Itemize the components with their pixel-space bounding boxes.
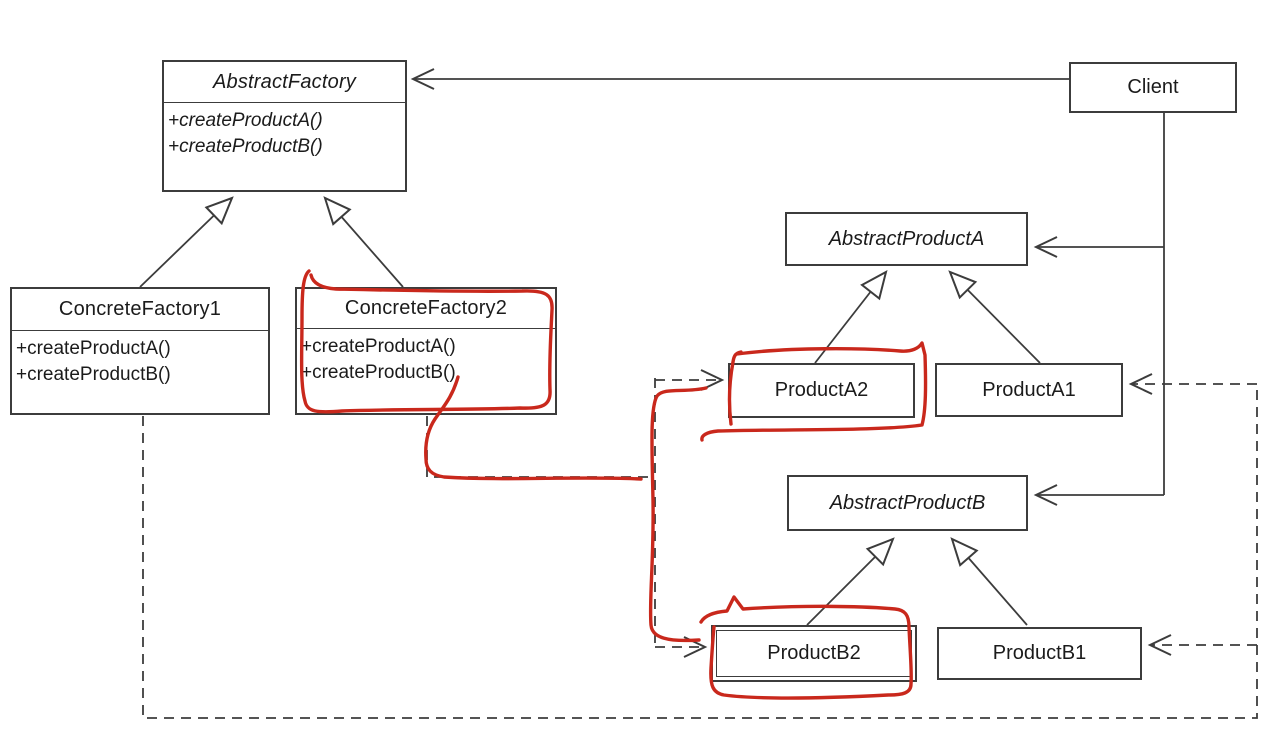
method-create-product-a: +createProductA(): [301, 336, 456, 357]
class-title: ConcreteFactory2: [297, 289, 555, 329]
method-create-product-a: +createProductA(): [16, 338, 171, 359]
inheritance-producta1-abstractproducta: [948, 270, 1041, 364]
method-create-product-b: +createProductB(): [16, 364, 171, 385]
class-methods: +createProductA() +createProductB(): [297, 329, 555, 386]
class-title: ProductA2: [774, 379, 869, 401]
dependency-route-concretefactory2: [426, 416, 654, 478]
inheritance-concretefactory2-abstractfactory: [323, 196, 404, 288]
class-title: ConcreteFactory1: [12, 289, 268, 331]
class-title: AbstractFactory: [164, 62, 405, 103]
class-abstract-factory: AbstractFactory +createProductA() +creat…: [162, 60, 407, 192]
inheritance-producta2-abstractproducta: [814, 270, 888, 364]
class-title: ProductA1: [982, 378, 1076, 401]
class-product-a1: ProductA1: [935, 363, 1123, 417]
class-methods: +createProductA() +createProductB(): [12, 331, 268, 388]
class-concrete-factory2: ConcreteFactory2 +createProductA() +crea…: [295, 287, 557, 415]
class-concrete-factory1: ConcreteFactory1 +createProductA() +crea…: [10, 287, 270, 415]
method-create-product-b: +createProductB(): [301, 362, 456, 383]
inheritance-productb1-abstractproductb: [950, 537, 1028, 626]
inheritance-productb2-abstractproductb: [806, 537, 895, 626]
class-title: AbstractProductA: [828, 227, 985, 250]
method-create-product-b: +createProductB(): [168, 136, 323, 157]
method-create-product-a: +createProductA(): [168, 110, 323, 131]
inheritance-concretefactory1-abstractfactory: [139, 196, 234, 288]
class-abstract-product-a: AbstractProductA: [785, 212, 1028, 266]
class-client: Client: [1069, 62, 1237, 113]
class-methods: +createProductA() +createProductB(): [164, 103, 405, 160]
class-product-b2: ProductB2: [711, 625, 917, 682]
class-title: Client: [1127, 76, 1179, 98]
class-title: AbstractProductB: [829, 491, 986, 514]
class-title: ProductB1: [992, 642, 1087, 664]
class-abstract-product-b: AbstractProductB: [787, 475, 1028, 531]
class-title: ProductB2: [767, 642, 861, 664]
red-trace-spine: [648, 386, 708, 643]
class-product-a2: ProductA2: [728, 363, 915, 418]
class-product-b1: ProductB1: [937, 627, 1142, 680]
